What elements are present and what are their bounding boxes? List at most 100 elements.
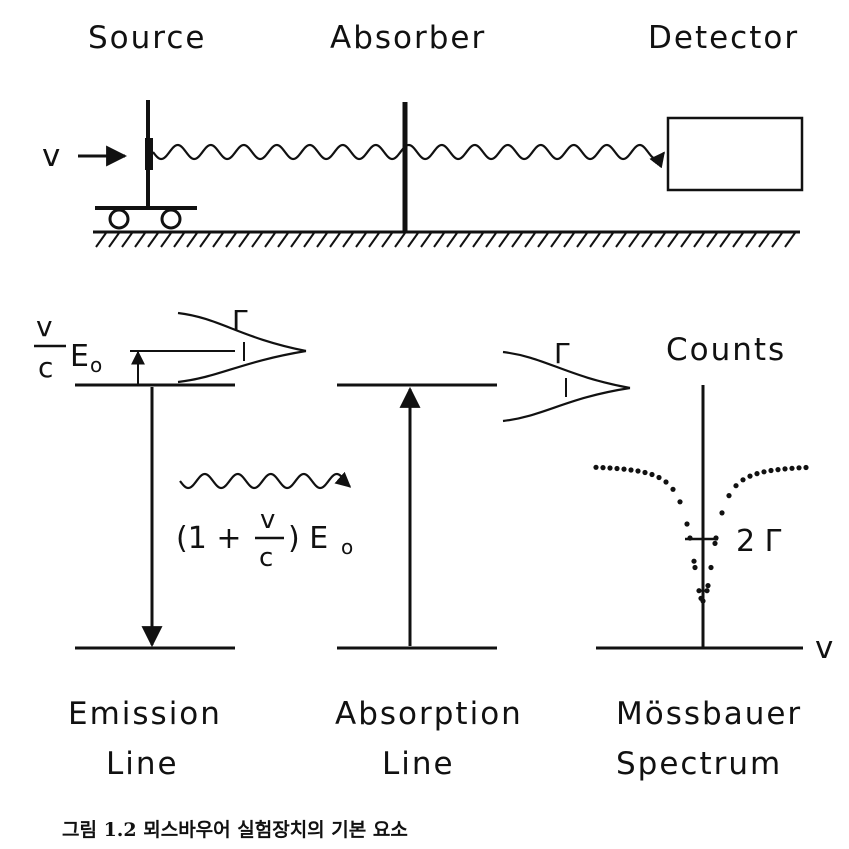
spectrum-point [789, 465, 795, 471]
spectrum-point [621, 466, 627, 472]
ground-hatch-stroke [160, 232, 172, 248]
emission-label-line2: Line [106, 746, 179, 782]
photon-fraction-num: v [260, 505, 275, 535]
ground-hatch-stroke [563, 232, 575, 248]
ground-hatch-stroke [771, 232, 783, 248]
ground-hatch-stroke [602, 232, 614, 248]
ground-hatch-stroke [329, 232, 341, 248]
ground-hatch-stroke [784, 232, 796, 248]
ground-hatch-stroke [251, 232, 263, 248]
figure-caption: 그림 1.2 뫼스바우어 실험장치의 기본 요소 [62, 819, 408, 841]
source-emitter [145, 138, 153, 170]
ground-hatch-stroke [303, 232, 315, 248]
spectrum-point [696, 588, 702, 594]
emission-label-line1: Emission [68, 696, 222, 732]
ground-hatch-stroke [485, 232, 497, 248]
ground-hatch-stroke [407, 232, 419, 248]
ground-hatch [95, 232, 796, 248]
photon-fraction-den: c [259, 543, 273, 573]
mossbauer-label-line2: Spectrum [616, 746, 782, 782]
ground-hatch-stroke [693, 232, 705, 248]
ground-hatch-stroke [368, 232, 380, 248]
ground-hatch-stroke [732, 232, 744, 248]
ground-hatch-stroke [381, 232, 393, 248]
emission-lineshape-lower [177, 349, 307, 384]
ground-hatch-stroke [212, 232, 224, 248]
photon-close: ) E [288, 521, 328, 556]
spectrum-point [600, 465, 606, 471]
emission-gamma-label: Γ [232, 304, 248, 337]
spectrum-point [712, 540, 718, 547]
ground-hatch-stroke [472, 232, 484, 248]
ground-hatch-stroke [264, 232, 276, 248]
ground-hatch-stroke [615, 232, 627, 248]
ground-hatch-stroke [459, 232, 471, 248]
ground-hatch-stroke [277, 232, 289, 248]
shift-energy: E [70, 339, 89, 374]
spectrum-point [670, 486, 676, 492]
velocity-label: v [42, 138, 62, 174]
spectrum-point [761, 469, 767, 475]
ground-hatch-stroke [446, 232, 458, 248]
cart-wheel-right [160, 208, 182, 230]
detector-box [666, 116, 804, 192]
shift-fraction-num: v [36, 310, 53, 343]
ground-hatch-stroke [628, 232, 640, 248]
ground-hatch-stroke [342, 232, 354, 248]
ground-hatch-stroke [134, 232, 146, 248]
spectrum-point [803, 464, 809, 471]
absorption-label-line1: Absorption [335, 696, 523, 732]
ground-hatch-stroke [537, 232, 549, 248]
spectrum-point [692, 564, 698, 571]
spectrum-point [704, 588, 710, 594]
ground-hatch-stroke [147, 232, 159, 248]
spectrum-point [754, 471, 760, 477]
spectrum-point [663, 479, 669, 485]
ground-hatch-stroke [667, 232, 679, 248]
ground-hatch-stroke [524, 232, 536, 248]
ground-hatch-stroke [498, 232, 510, 248]
spectrum-velocity-label: v [815, 630, 835, 666]
ground-hatch-stroke [95, 232, 107, 248]
gamma-ray-wave [152, 143, 665, 169]
spectrum-point [607, 465, 613, 471]
spectrum-point [593, 464, 599, 470]
detector-label: Detector [648, 20, 799, 56]
ground-hatch-stroke [121, 232, 133, 248]
absorption-lineshape-lower [502, 386, 631, 423]
ground-hatch-stroke [576, 232, 588, 248]
spectrum-point [677, 499, 683, 505]
ground-hatch-stroke [758, 232, 770, 248]
spectrum-point [726, 493, 732, 499]
absorption-label-line2: Line [382, 746, 455, 782]
spectrum-point [628, 467, 634, 473]
ground-hatch-stroke [550, 232, 562, 248]
spectrum-data-points [593, 464, 809, 604]
spectrum-point [775, 467, 781, 473]
spectrum-point [782, 466, 788, 472]
source-label: Source [88, 20, 206, 56]
ground-hatch-stroke [225, 232, 237, 248]
photon-sub: o [341, 535, 353, 559]
ground-hatch-stroke [641, 232, 653, 248]
spectrum-point [740, 477, 746, 483]
ground-hatch-stroke [290, 232, 302, 248]
spectrum-point [768, 467, 774, 474]
ground-hatch-stroke [680, 232, 692, 248]
shift-fraction-den: c [38, 351, 53, 384]
ground-hatch-stroke [238, 232, 250, 248]
spectrum-point [708, 564, 714, 571]
emission-lineshape-upper [177, 311, 307, 353]
ground-hatch-stroke [706, 232, 718, 248]
ground-hatch-stroke [173, 232, 185, 248]
absorber-label: Absorber [330, 20, 486, 56]
absorption-lineshape-upper [502, 350, 631, 390]
spectrum-point [656, 474, 662, 481]
ground-hatch-stroke [394, 232, 406, 248]
spectrum-point [642, 469, 648, 476]
ground-hatch-stroke [719, 232, 731, 248]
ground-hatch-stroke [420, 232, 432, 248]
ground-hatch-stroke [199, 232, 211, 248]
spectrum-point [700, 598, 706, 604]
